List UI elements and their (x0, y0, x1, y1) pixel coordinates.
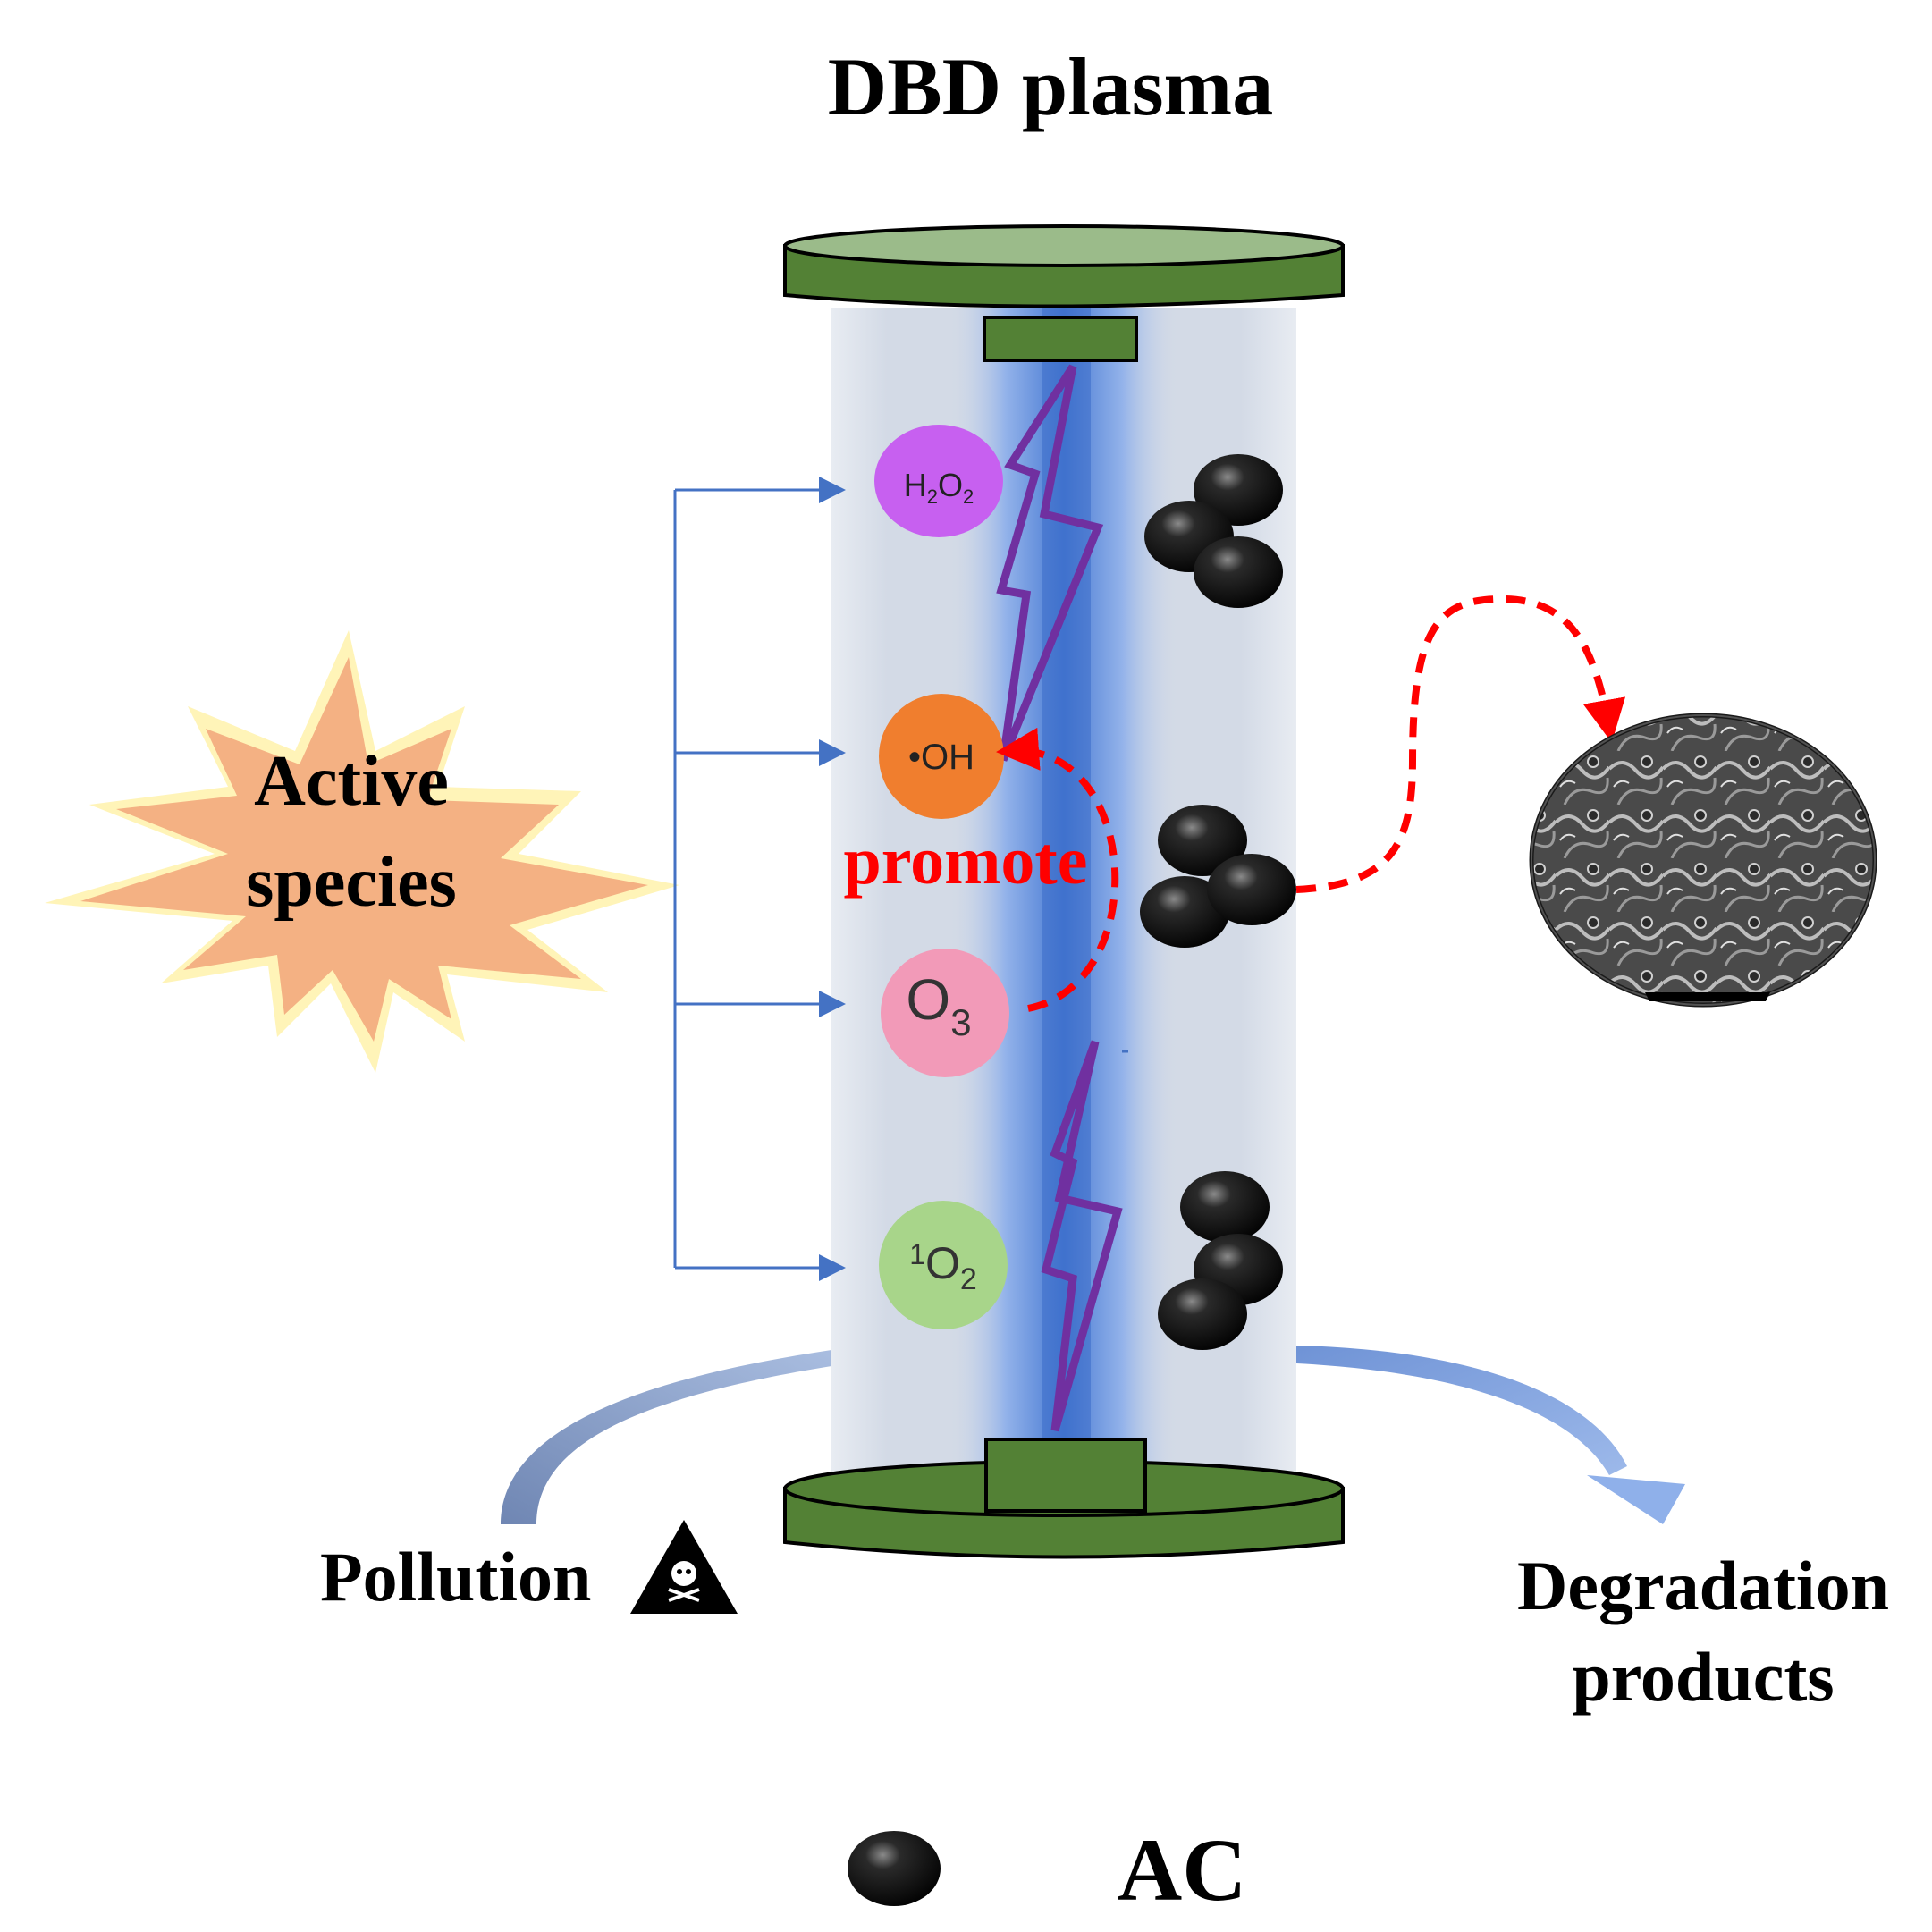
lightning-icon (996, 364, 1104, 762)
inflow-arrow (501, 1350, 831, 1524)
degradation-label-line2: products (1572, 1638, 1834, 1716)
ac-particle-icon (848, 1831, 941, 1906)
promote-arrow (996, 727, 1119, 1012)
promote-label: promote (844, 823, 1088, 899)
hazard-skull-icon (630, 1520, 738, 1614)
ac-cluster-middle (1140, 805, 1296, 948)
species-bracket (673, 477, 846, 1281)
species-singlet-oxygen: 1O2 (879, 1201, 1008, 1329)
degradation-label-line1: Degradation (1517, 1547, 1889, 1624)
legend-ac-label: AC (1118, 1820, 1246, 1919)
diagram-title: DBD plasma (828, 41, 1273, 132)
ac-particle-icon (1158, 1278, 1247, 1350)
species-h2o2: H2O2 (874, 425, 1003, 537)
zoom-arrow (1295, 595, 1626, 893)
ac-cluster-bottom (1158, 1171, 1283, 1350)
ac-particle-icon (1158, 805, 1247, 876)
svg-text:O3: O3 (906, 967, 971, 1043)
ac-particle-icon (1180, 1171, 1270, 1243)
svg-text:•OH: •OH (908, 738, 974, 777)
ac-particle-icon (1207, 854, 1296, 925)
sem-micrograph-icon (1529, 713, 1877, 1008)
svg-text:H2O2: H2O2 (904, 467, 974, 508)
active-species-burst: Active species (45, 630, 679, 1073)
legend: AC (848, 1820, 1246, 1919)
bottom-electrode (783, 1438, 1345, 1559)
pollution-label: Pollution (320, 1538, 591, 1616)
ac-particle-icon (1140, 876, 1229, 948)
top-electrode (783, 224, 1345, 362)
species-ozone: O3 (881, 949, 1009, 1077)
ac-particle-icon (1194, 536, 1283, 608)
active-species-label-line1: Active (254, 742, 449, 821)
ac-cluster-top (1144, 454, 1283, 608)
species-hydroxyl-radical: •OH (879, 694, 1004, 819)
lightning-icon (1041, 1040, 1123, 1432)
outflow-arrow (1296, 1346, 1685, 1524)
svg-text:1O2: 1O2 (909, 1238, 977, 1296)
active-species-label-line2: species (246, 843, 457, 922)
